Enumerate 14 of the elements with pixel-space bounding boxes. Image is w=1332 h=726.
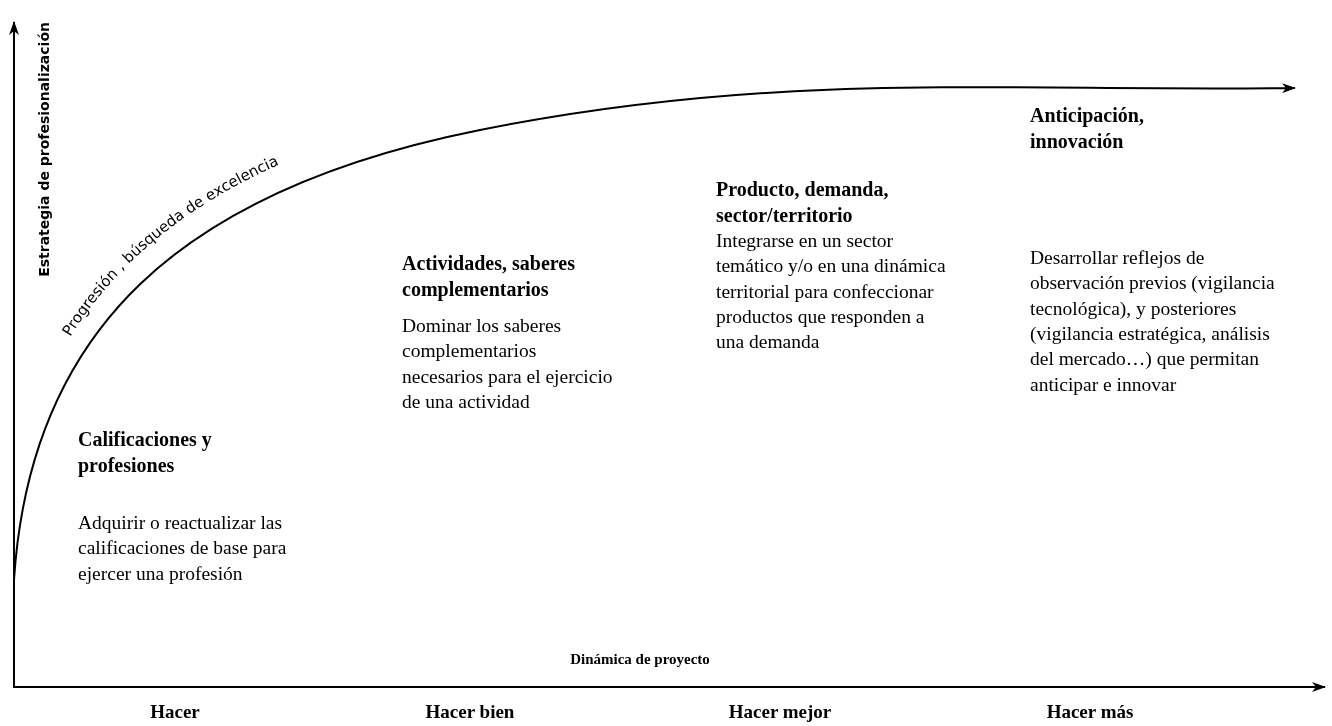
column-heading: Producto, demanda, sector/territorio (716, 177, 890, 228)
column-heading: Actividades, saberes complementarios (402, 251, 576, 302)
axis-title: Dinámica de proyecto (569, 650, 711, 669)
column-text: Dominar los saberes complementarios necesarios para el ejercicio de una actividad (402, 314, 614, 415)
axis-category-label: Hacer bien (424, 700, 516, 724)
column-text: Desarrollar reflejos de observación previos (vigilancia tecnológica), y posteriores (vigilancia estratégica, análisis del mercado…) que permitan anticipar e innovar (1030, 246, 1276, 397)
axis-title: Estrategia de profesionalización (36, 22, 52, 277)
axis-category-label: Hacer (149, 700, 201, 724)
column-text: Adquirir o reactualizar las calificaciones de base para ejercer una profesión (78, 511, 288, 586)
column-text: Integrarse en un sector temático y/o en una dinámica territorial para confeccionar productos que responden a una demanda (716, 229, 946, 355)
axis-category-label: Hacer más (1045, 700, 1135, 724)
axis-category-label: Hacer mejor (727, 700, 833, 724)
column-heading: Calificaciones y profesiones (78, 427, 213, 478)
column-heading: Anticipación, innovación (1030, 103, 1145, 154)
